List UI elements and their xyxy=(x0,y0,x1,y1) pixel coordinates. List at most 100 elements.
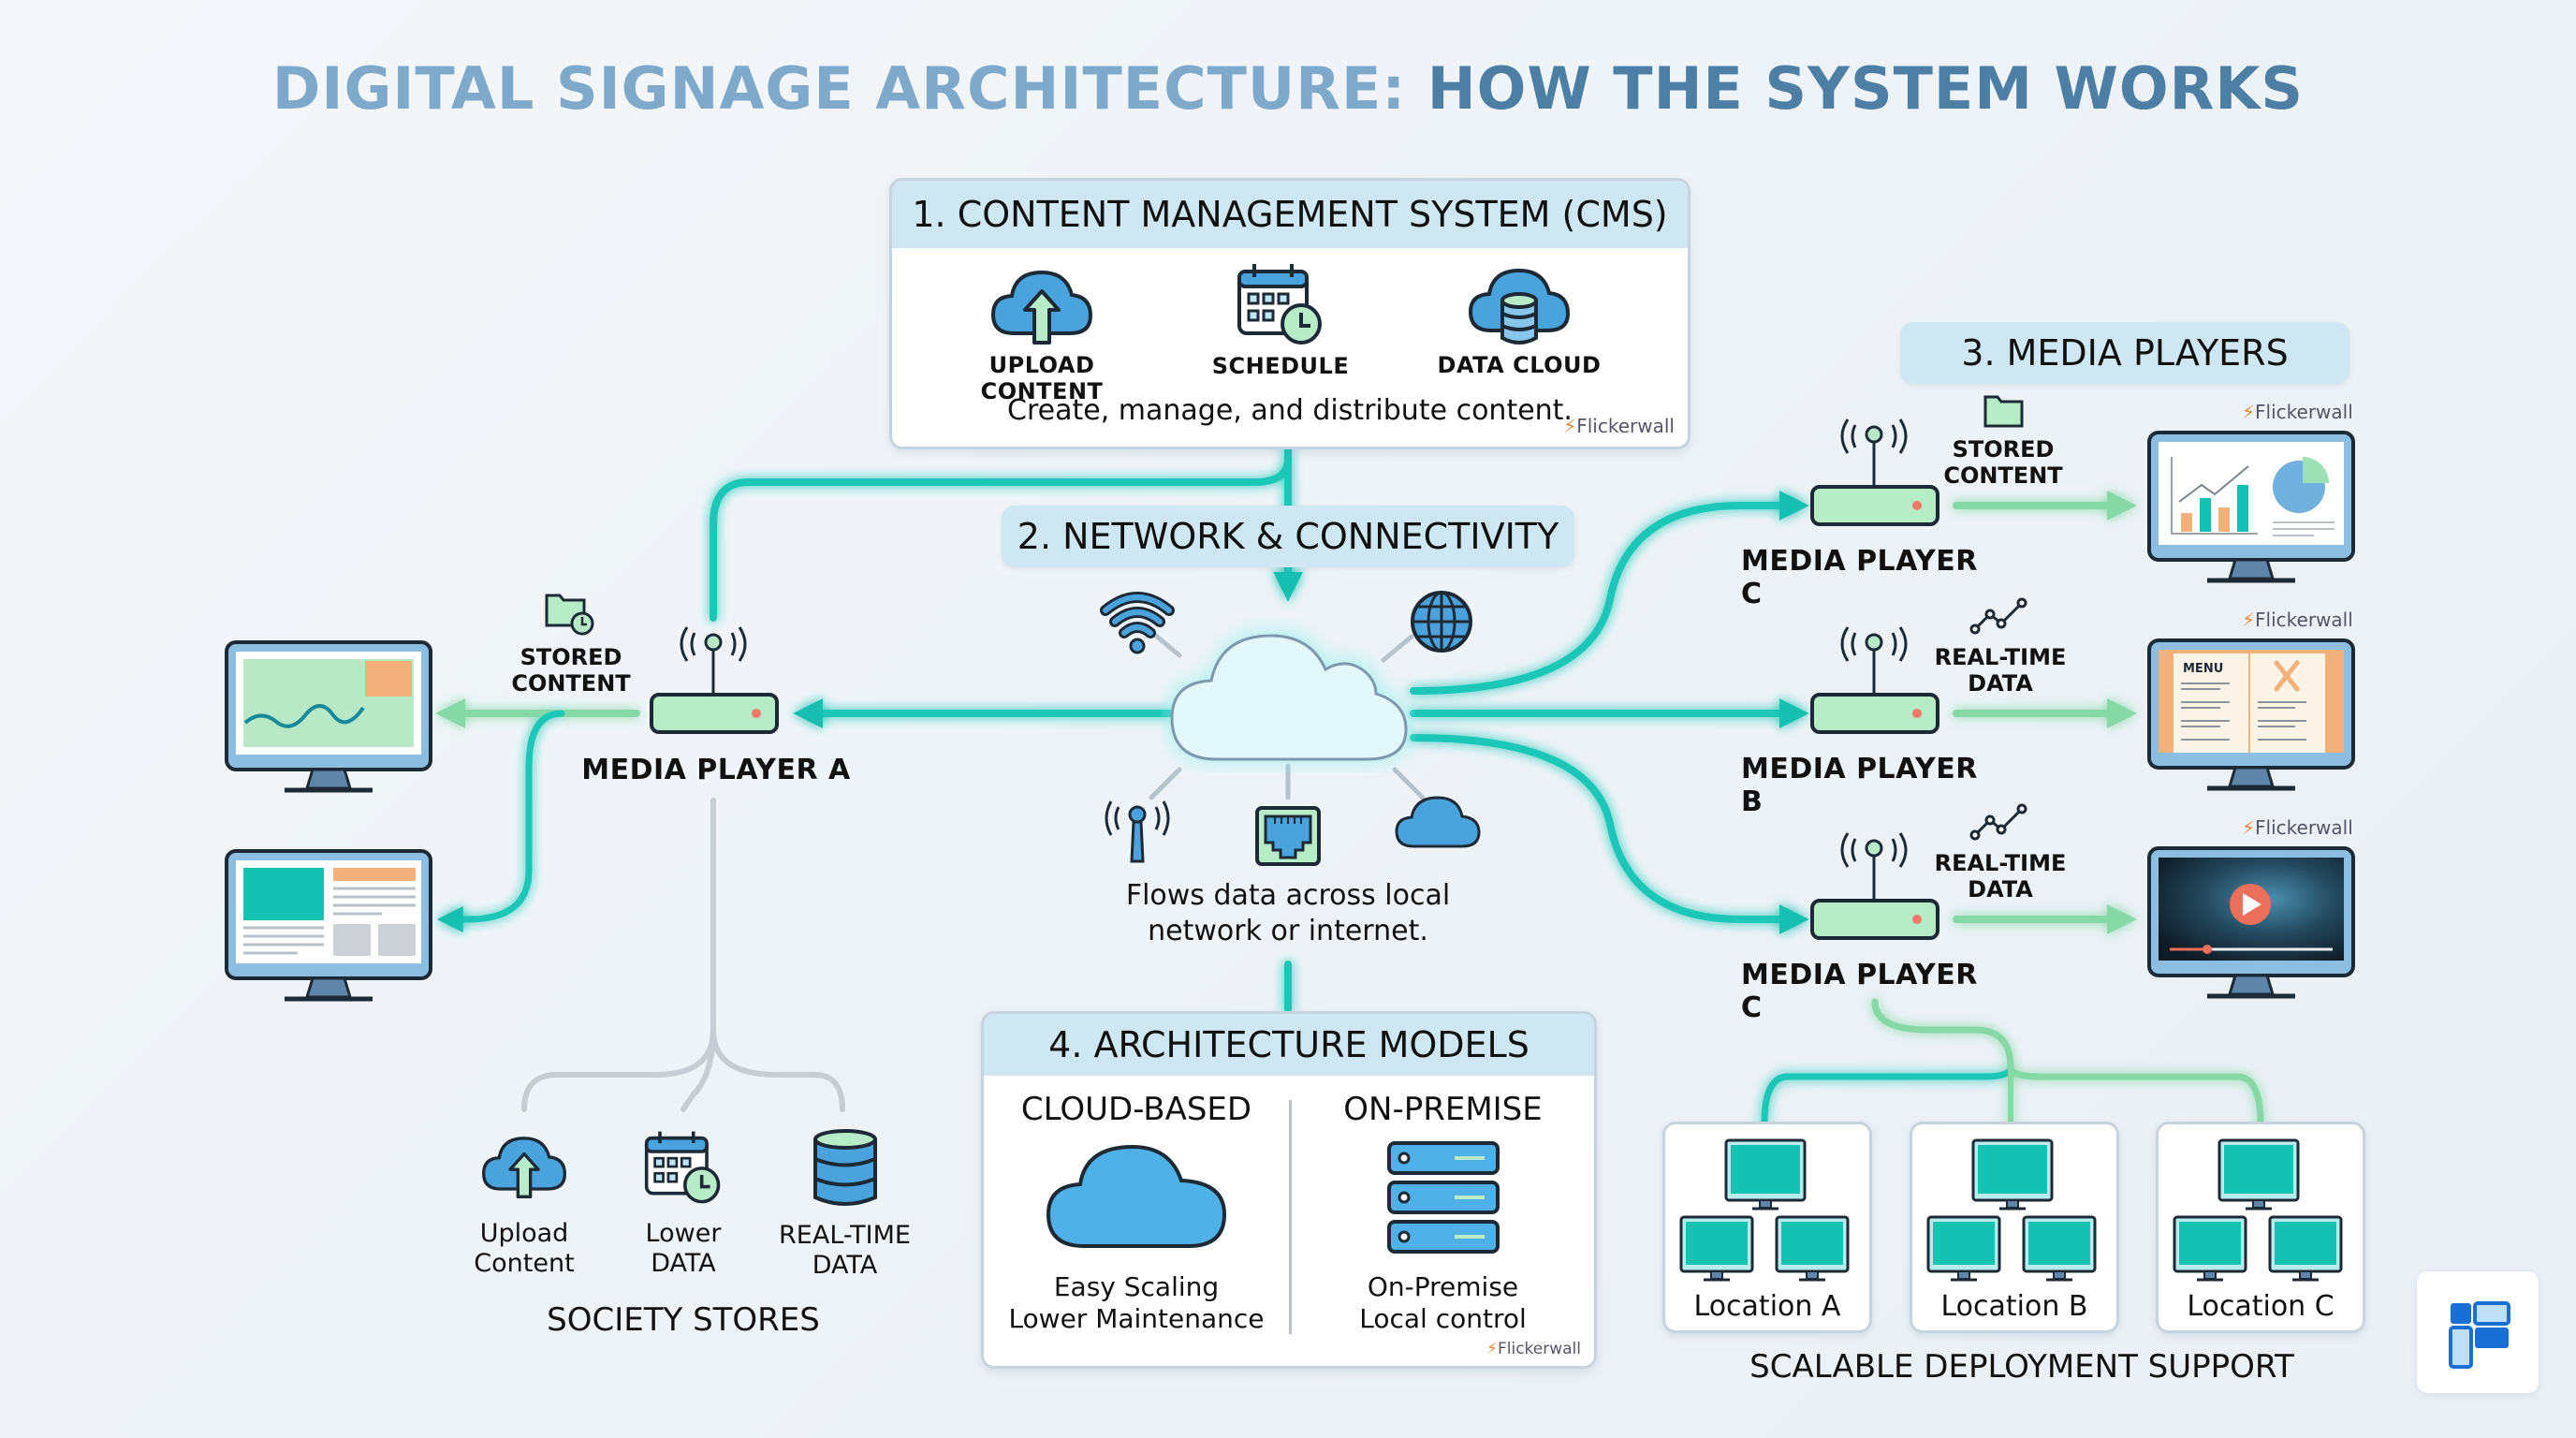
media-player-c2-device[interactable] xyxy=(1807,826,1943,946)
cloud-upload-icon xyxy=(481,1137,567,1198)
monitor-video-player xyxy=(2147,846,2355,999)
media-player-a-device[interactable] xyxy=(646,620,783,740)
description-line: On-Premise xyxy=(1367,1271,1519,1302)
description-line: Easy Scaling xyxy=(1053,1271,1220,1302)
cms-item-schedule: SCHEDULE xyxy=(1187,260,1374,379)
screen-watermark: ⚡Flickerwall xyxy=(2242,816,2353,839)
architecture-panel: 4. ARCHITECTURE MODELS CLOUD-BASED Easy … xyxy=(981,1011,1597,1369)
media-player-c-device[interactable] xyxy=(1807,412,1943,532)
label-line: CONTENT xyxy=(1943,462,2063,489)
model-on-premise: ON-PREMISE On-Premise Local control xyxy=(1292,1091,1594,1335)
watermark-text: Flickerwall xyxy=(2255,816,2353,839)
architecture-watermark: ⚡Flickerwall xyxy=(1486,1340,1581,1358)
title-part-1: DIGITAL SIGNAGE ARCHITECTURE: xyxy=(271,54,1407,123)
label-line: STORED xyxy=(520,644,622,670)
location-screens-icon xyxy=(1926,1138,2096,1282)
label-line: DATA xyxy=(1968,670,2033,697)
label-line: STORED xyxy=(1952,436,2055,462)
model-title: ON-PREMISE xyxy=(1343,1091,1543,1128)
wire-player-a-monitor-2 xyxy=(436,710,565,932)
label-line: Content xyxy=(474,1249,575,1278)
cms-header: 1. CONTENT MANAGEMENT SYSTEM (CMS) xyxy=(892,181,1688,248)
cms-item-label: DATA CLOUD xyxy=(1437,352,1602,378)
label-line: CONTENT xyxy=(511,670,631,697)
model-title: CLOUD-BASED xyxy=(1020,1091,1252,1128)
network-description: Flows data across local network or inter… xyxy=(1054,878,1522,949)
antenna-icon xyxy=(1105,800,1170,863)
store-item-upload: Upload Content xyxy=(459,1128,590,1279)
flickerwall-logo[interactable] xyxy=(2417,1271,2539,1393)
watermark-text: Flickerwall xyxy=(2255,609,2353,631)
globe-icon xyxy=(1411,591,1472,653)
model-description: Easy Scaling Lower Maintenance xyxy=(984,1271,1289,1335)
network-description-line-1: Flows data across local xyxy=(1125,879,1451,912)
player-a-name: MEDIA PLAYER A xyxy=(581,754,851,786)
architecture-divider xyxy=(1289,1100,1292,1334)
store-label: Lower DATA xyxy=(618,1219,749,1279)
cms-watermark: ⚡Flickerwall xyxy=(1563,415,1675,437)
database-icon xyxy=(812,1129,877,1206)
calendar-clock-icon xyxy=(644,1131,721,1204)
cms-item-label: SCHEDULE xyxy=(1211,353,1350,379)
watermark-text: Flickerwall xyxy=(1497,1340,1581,1358)
label-line: DATA xyxy=(812,1251,878,1280)
deployment-title: SCALABLE DEPLOYMENT SUPPORT xyxy=(1749,1348,2294,1386)
wifi-icon xyxy=(1100,592,1175,654)
page-title: DIGITAL SIGNAGE ARCHITECTURE: HOW THE SY… xyxy=(0,54,2576,123)
monitor-article-layout xyxy=(225,849,432,1002)
ethernet-port-icon xyxy=(1255,806,1321,866)
cloud-database-icon xyxy=(1468,268,1571,345)
wire-deploy-c xyxy=(2007,1064,2264,1127)
description-line: Lower Maintenance xyxy=(1008,1303,1265,1334)
location-label-a: Location A xyxy=(1693,1290,1841,1323)
location-screens-icon xyxy=(1679,1138,1850,1282)
label-line: REAL-TIME xyxy=(1934,850,2067,876)
media-player-b-device[interactable] xyxy=(1807,620,1943,740)
label-line: Lower xyxy=(645,1219,722,1248)
player-b-name: MEDIA PLAYER B xyxy=(1741,753,1978,818)
data-graph-icon xyxy=(1969,597,2027,635)
network-cloud-icon xyxy=(1166,630,1412,763)
title-part-2: HOW THE SYSTEM WORKS xyxy=(1427,54,2305,123)
store-item-real-time-data: REAL-TIME DATA xyxy=(768,1128,922,1281)
player-b-data-label: REAL-TIME DATA xyxy=(1930,644,2071,697)
folder-clock-icon xyxy=(545,594,594,636)
location-screens-icon xyxy=(2173,1138,2343,1282)
cms-panel: 1. CONTENT MANAGEMENT SYSTEM (CMS) UPLOA… xyxy=(889,178,1690,449)
label-line: REAL-TIME xyxy=(1934,644,2067,670)
player-c2-name: MEDIA PLAYER C xyxy=(1741,959,1978,1024)
architecture-header: 4. ARCHITECTURE MODELS xyxy=(984,1014,1594,1076)
player-c-name: MEDIA PLAYER C xyxy=(1741,545,1978,610)
cloud-upload-icon xyxy=(990,270,1093,345)
monitor-restaurant-menu: MENU xyxy=(2147,638,2355,791)
label-line: Upload xyxy=(479,1219,569,1248)
model-cloud-based: CLOUD-BASED Easy Scaling Lower Maintenan… xyxy=(984,1091,1289,1335)
model-description: On-Premise Local control xyxy=(1292,1271,1594,1335)
wire-cms-player-a xyxy=(710,455,1292,622)
store-item-lower-data: Lower DATA xyxy=(618,1128,749,1279)
cloud-icon xyxy=(1046,1144,1227,1248)
monitor-chart-display xyxy=(225,640,432,793)
cms-item-label: UPLOAD CONTENT xyxy=(980,352,1104,404)
wire-deploy-main xyxy=(1871,998,2014,1071)
cms-item-data-cloud: DATA CLOUD xyxy=(1416,263,1622,378)
watermark-text: Flickerwall xyxy=(1576,415,1675,437)
store-label: REAL-TIME DATA xyxy=(768,1221,922,1281)
label-line: REAL-TIME xyxy=(779,1221,911,1250)
location-label-c: Location C xyxy=(2187,1290,2334,1323)
label-line: DATA xyxy=(1968,876,2033,902)
cms-description: Create, manage, and distribute content. xyxy=(1007,394,1573,427)
screen-watermark: ⚡Flickerwall xyxy=(2242,401,2353,423)
wire-cloud-player-c-top xyxy=(1410,491,1809,695)
wire-deploy-a xyxy=(1761,1064,2014,1127)
folder-icon xyxy=(1983,395,2024,428)
stores-title: SOCIETY STORES xyxy=(547,1301,820,1339)
player-c-data-label: STORED CONTENT xyxy=(1938,436,2069,489)
cloud-icon xyxy=(1395,796,1481,848)
player-a-data-label: STORED CONTENT xyxy=(505,644,637,697)
data-graph-icon xyxy=(1969,803,2027,841)
flickerwall-logo-icon xyxy=(2449,1301,2510,1369)
menu-text: MENU xyxy=(2183,662,2223,676)
network-header: 2. NETWORK & CONNECTIVITY xyxy=(1002,506,1574,567)
